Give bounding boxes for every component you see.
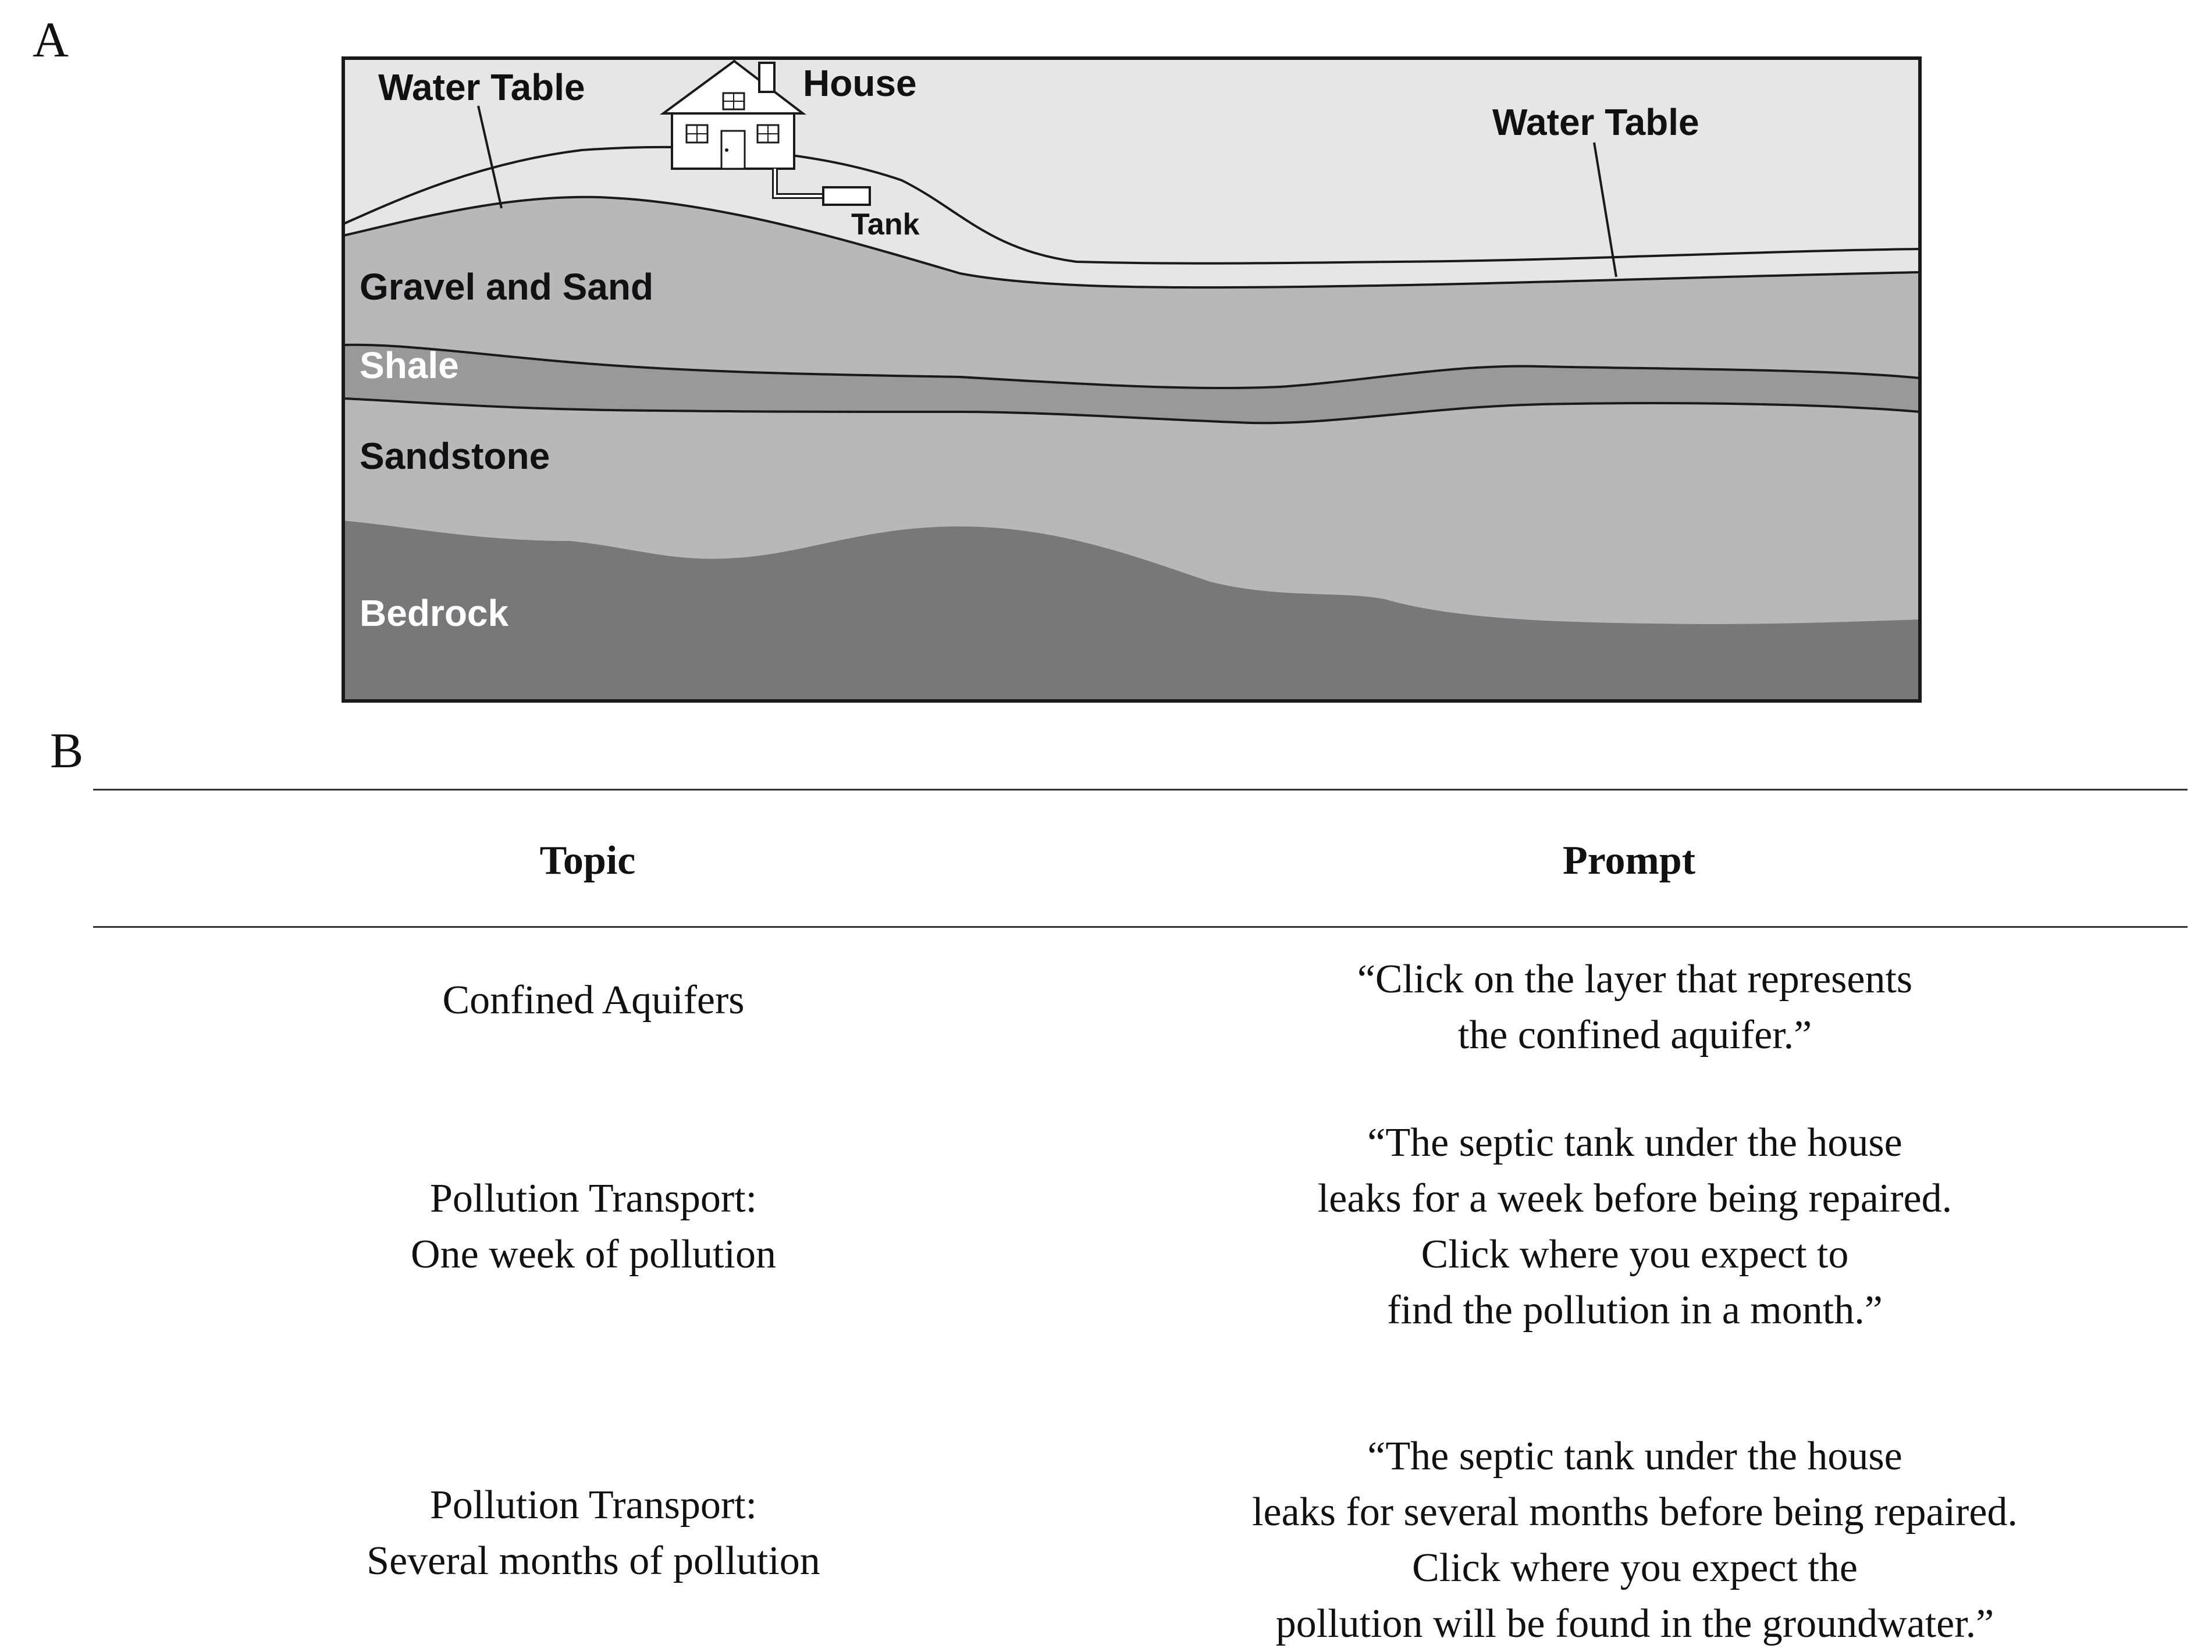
row-1-prompt-line-1: “Click on the layer that represents xyxy=(1357,957,1913,1002)
septic-tank[interactable] xyxy=(822,186,871,206)
label-sandstone: Sandstone xyxy=(360,435,550,477)
ground-surface-line xyxy=(343,145,1920,265)
shale-top-boundary xyxy=(343,343,1920,390)
label-tank: Tank xyxy=(851,208,920,241)
water-table-line xyxy=(343,195,1920,289)
shale-layer[interactable] xyxy=(343,344,1920,423)
row-3-prompt: “The septic tank under the house leaks f… xyxy=(1123,1429,2147,1652)
row-2-prompt-line-4: find the pollution in a month.” xyxy=(1387,1288,1883,1333)
water-table-right-leader xyxy=(1593,142,1617,277)
row-2-prompt-line-2: leaks for a week before being repaired. xyxy=(1317,1176,1953,1221)
row-3-prompt-line-2: leaks for several months before being re… xyxy=(1252,1490,2018,1534)
row-3-prompt-line-3: Click where you expect the xyxy=(1412,1546,1858,1590)
header-prompt: Prompt xyxy=(1562,838,1696,883)
row-3-topic: Pollution Transport: Several months of p… xyxy=(244,1477,943,1589)
row-3-topic-line-2: Several months of pollution xyxy=(367,1539,820,1583)
bedrock-layer[interactable] xyxy=(343,521,1920,701)
geology-cross-section: Water Table House Water Table Tank Grave… xyxy=(342,56,1922,703)
label-house: House xyxy=(803,62,917,104)
shale-bottom-boundary xyxy=(343,397,1920,425)
row-2-prompt: “The septic tank under the house leaks f… xyxy=(1123,1115,2147,1338)
label-shale: Shale xyxy=(360,344,459,386)
panel-b-letter: B xyxy=(50,722,84,778)
row-2-prompt-line-1: “The septic tank under the house xyxy=(1367,1120,1902,1165)
row-3-prompt-line-1: “The septic tank under the house xyxy=(1367,1434,1902,1479)
diagram-frame xyxy=(342,56,1922,703)
row-3-prompt-line-4: pollution will be found in the groundwat… xyxy=(1275,1601,1994,1646)
table-top-rule xyxy=(93,789,2188,791)
row-2-topic-line-1: Pollution Transport: xyxy=(429,1176,758,1221)
row-1-prompt-line-2: the confined aquifer.” xyxy=(1457,1013,1812,1058)
label-water-table-left: Water Table xyxy=(378,66,585,108)
row-1-topic: Confined Aquifers xyxy=(244,973,943,1028)
row-2-topic-line-2: One week of pollution xyxy=(411,1232,776,1277)
row-3-topic-line-1: Pollution Transport: xyxy=(429,1483,758,1528)
water-table-left-leader xyxy=(477,105,503,209)
row-1-prompt: “Click on the layer that represents the … xyxy=(1123,952,2147,1063)
row-2-topic: Pollution Transport: One week of polluti… xyxy=(244,1171,943,1283)
row-1-topic-line-1: Confined Aquifers xyxy=(442,978,745,1023)
label-gravel-sand: Gravel and Sand xyxy=(360,266,653,308)
row-2-prompt-line-3: Click where you expect to xyxy=(1421,1232,1849,1277)
panel-a-letter: A xyxy=(33,12,69,67)
house-icon[interactable] xyxy=(659,59,806,170)
septic-pipe-inner xyxy=(774,169,823,197)
label-bedrock: Bedrock xyxy=(360,592,509,634)
label-water-table-right: Water Table xyxy=(1492,101,1699,143)
table-header-rule xyxy=(93,926,2188,928)
header-topic: Topic xyxy=(539,838,636,883)
